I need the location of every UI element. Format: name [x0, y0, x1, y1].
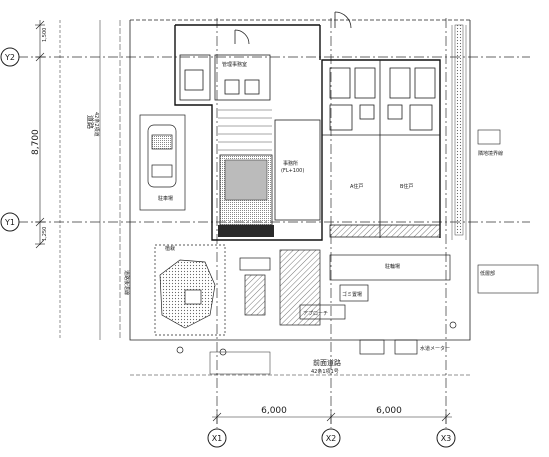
lower-floor-note: 低層部: [480, 270, 495, 277]
building-outline: [174, 24, 441, 241]
dim-x-right: 6,000: [376, 406, 402, 416]
office-label: 事務所: [283, 160, 298, 167]
axis-bubble-x3: X3: [436, 428, 456, 448]
road-left-label: 道路: [86, 115, 95, 129]
site-boundary: [129, 19, 471, 341]
axis-bubble-y1: Y1: [0, 212, 20, 232]
svg-text:Y2: Y2: [4, 53, 15, 62]
road-bottom-sublabel: 42条1項1号: [311, 368, 339, 375]
exterior-zone: 植栽 駐輪場 ゴミ置場 アプローチ 水道メーター: [154, 244, 457, 356]
dim-x-left: 6,000: [261, 406, 287, 416]
parking-area: 駐車場: [139, 114, 186, 211]
grid-lines: [18, 18, 530, 428]
left-road: 道路 42条2項道 道路後退線: [59, 20, 130, 340]
unit-a-label: A住戸: [350, 183, 363, 190]
svg-text:X1: X1: [212, 434, 223, 443]
office-level: (FL+100): [281, 168, 304, 174]
right-boundary-chain: [451, 24, 467, 240]
svg-text:Y1: Y1: [4, 218, 15, 227]
stair-dark: [218, 225, 274, 237]
axis-bubble-x1: X1: [207, 428, 227, 448]
dim-y-bottom: 1,250: [42, 227, 48, 241]
dim-y-top: 1,500: [42, 28, 48, 42]
dim-y-mid: 8,700: [31, 129, 41, 155]
boundary-note: 隣地境界線: [478, 150, 503, 157]
svg-text:X3: X3: [441, 434, 452, 443]
road-bottom-label: 前面道路: [313, 358, 341, 367]
control-room-block: 管理事務室: [179, 11, 352, 101]
residential-units: A住戸 B住戸: [322, 60, 441, 238]
control-room-label: 管理事務室: [222, 61, 247, 68]
bicycle-label: 駐輪場: [385, 263, 400, 270]
front-road: 前面道路 42条1項1号: [130, 351, 470, 376]
office-room: [274, 119, 321, 221]
light-well-inner: [224, 159, 268, 201]
office-area: 事務所 (FL+100): [218, 109, 321, 237]
unit-b-label: B住戸: [400, 183, 413, 190]
parking-label: 駐車場: [158, 195, 173, 202]
entrance-label: アプローチ: [303, 311, 328, 317]
right-annotation-blocks: 隣地境界線 低層部: [477, 129, 539, 294]
axis-bubble-x2: X2: [321, 428, 341, 448]
axis-bubble-y2: Y2: [0, 47, 20, 67]
setback-note: 道路後退線: [123, 270, 130, 295]
water-meter-label: 水道メーター: [420, 345, 450, 352]
road-left-sublabel: 42条2項道: [93, 112, 100, 137]
stair-treads: [218, 109, 272, 151]
garbage-label: ゴミ置場: [342, 291, 362, 298]
planting-label: 植栽: [165, 245, 175, 252]
left-dimension-chain: [35, 20, 45, 249]
bottom-dimension-chain: [212, 410, 452, 424]
svg-text:X2: X2: [326, 434, 337, 443]
